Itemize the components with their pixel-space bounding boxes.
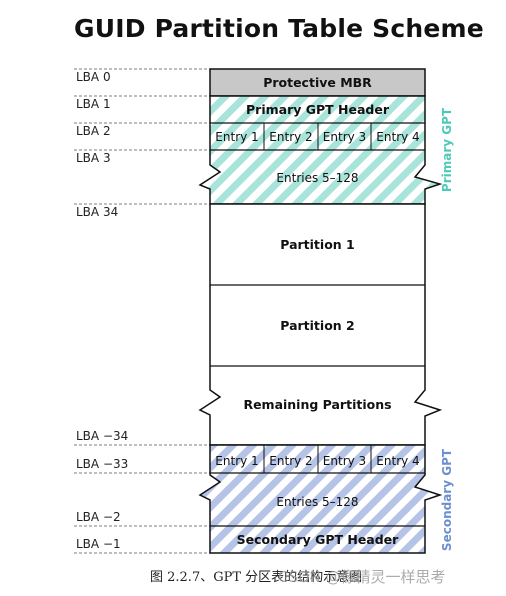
protective-mbr-label: Protective MBR: [263, 75, 372, 90]
lba-label-m2: LBA −2: [76, 510, 121, 524]
lba-guide-lines: [74, 68, 210, 554]
lba-label-m34: LBA −34: [76, 429, 128, 443]
lba-label-34: LBA 34: [76, 205, 118, 219]
lba-label-2: LBA 2: [76, 124, 111, 138]
watermark: CSDN @像精灵一样思考: [278, 568, 446, 586]
diagram-title: GUID Partition Table Scheme: [74, 14, 484, 43]
partition-1-label: Partition 1: [280, 237, 354, 252]
figure-caption: 图 2.2.7、GPT 分区表的结构示意图: [150, 570, 363, 585]
lba-label-m33: LBA −33: [76, 457, 128, 471]
primary-entry-2: Entry 2: [269, 130, 312, 144]
secondary-gpt-header-label: Secondary GPT Header: [237, 532, 400, 547]
remaining-partitions-label: Remaining Partitions: [243, 397, 391, 412]
secondary-entry-3: Entry 3: [323, 454, 366, 468]
primary-gpt-side-label: Primary GPT: [440, 107, 454, 192]
secondary-gpt-side-label: Secondary GPT: [440, 448, 454, 551]
secondary-entry-2: Entry 2: [269, 454, 312, 468]
secondary-entry-4: Entry 4: [376, 454, 419, 468]
protective-mbr-block: [209, 68, 426, 97]
lba-label-m1: LBA −1: [76, 537, 121, 551]
primary-entry-3: Entry 3: [323, 130, 366, 144]
primary-entries-range-label: Entries 5–128: [276, 171, 358, 185]
secondary-entries-range-label: Entries 5–128: [276, 495, 358, 509]
primary-entry-1: Entry 1: [215, 130, 258, 144]
secondary-entry-1: Entry 1: [215, 454, 258, 468]
partition-2-label: Partition 2: [280, 318, 354, 333]
lba-label-0: LBA 0: [76, 70, 111, 84]
lba-label-1: LBA 1: [76, 97, 111, 111]
primary-gpt-header-label: Primary GPT Header: [246, 102, 390, 117]
primary-entry-4: Entry 4: [376, 130, 419, 144]
lba-label-3: LBA 3: [76, 151, 111, 165]
